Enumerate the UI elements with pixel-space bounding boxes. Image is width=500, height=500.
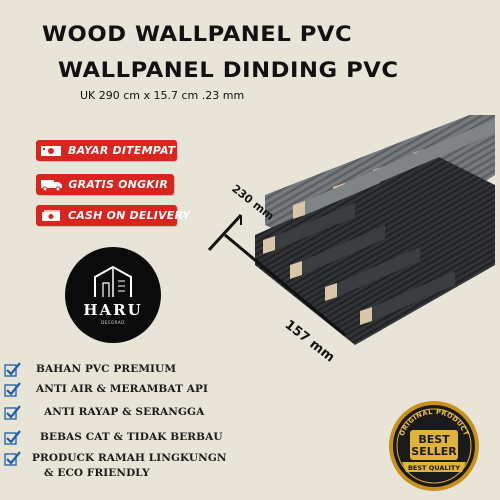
brand-logo: HARU DECORAD	[65, 247, 161, 343]
badge-label: CASH ON DELIVERY	[68, 209, 191, 222]
feature-item: BEBAS CAT & TIDAK BERBAU	[4, 430, 223, 446]
check-icon	[4, 430, 21, 445]
wallpanel-product-image	[207, 115, 495, 345]
seal-main-line2: SELLER	[411, 445, 457, 458]
page-title: WOOD WALLPANEL PVC	[42, 22, 353, 46]
feature-item: ANTI AIR & MERAMBAT API	[4, 382, 208, 398]
badge-cash-on-delivery: CASH ON DELIVERY	[36, 205, 190, 226]
feature-item-continued: & ECO FRIENDLY	[44, 467, 150, 479]
truck-icon	[40, 177, 64, 192]
feature-item: BAHAN PVC PREMIUM	[4, 362, 176, 378]
house-icon	[94, 265, 132, 297]
dimensions-text: UK 290 cm x 15.7 cm .23 mm	[80, 89, 245, 102]
seal-main-line1: BEST	[418, 433, 450, 446]
feature-item: PRODUCK RAMAH LINGKUNGN	[4, 451, 227, 467]
check-icon	[4, 451, 21, 466]
money-icon	[40, 208, 64, 223]
badge-label: BAYAR DITEMPAT	[68, 144, 176, 157]
badge-label: GRATIS ONGKIR	[68, 178, 168, 191]
cash-icon	[40, 143, 64, 158]
badge-bayar-ditempat: BAYAR DITEMPAT	[36, 140, 177, 161]
page-subtitle: WALLPANEL DINDING PVC	[58, 58, 399, 82]
feature-item: ANTI RAYAP & SERANGGA	[4, 405, 204, 421]
check-icon	[4, 405, 21, 420]
check-icon	[4, 382, 21, 397]
best-seller-seal: ORIGINAL PRODUCT BEST SELLER BEST QUALIT…	[389, 401, 479, 491]
seal-bottom-text: BEST QUALITY	[408, 464, 460, 472]
logo-brand-text: HARU	[83, 301, 143, 319]
check-icon	[4, 362, 21, 377]
logo-subtitle: DECORAD	[101, 320, 125, 325]
badge-gratis-ongkir: GRATIS ONGKIR	[36, 174, 174, 195]
